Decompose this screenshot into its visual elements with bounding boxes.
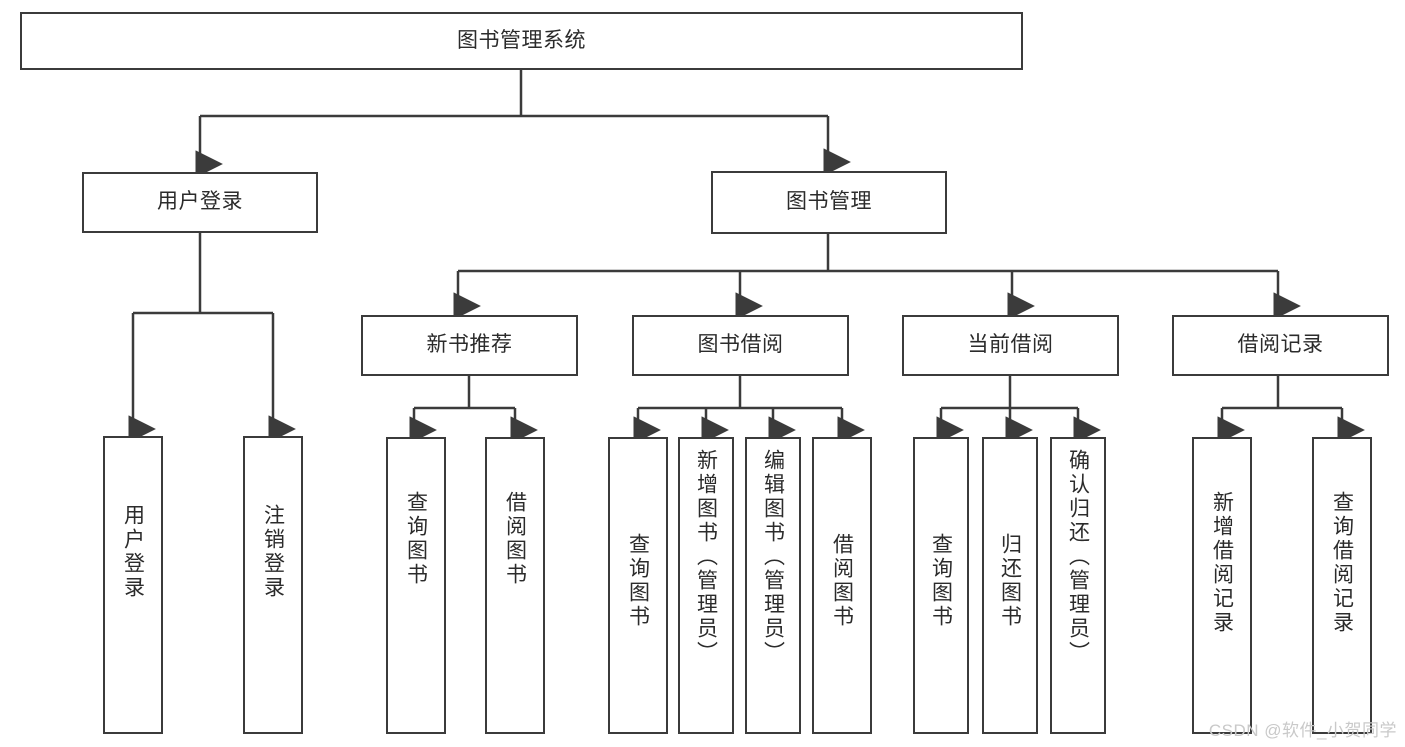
node-leaf-cb-return-book[interactable]: 归还图书 [982,437,1038,734]
node-leaf-nb-borrow-book[interactable]: 借阅图书 [485,437,545,734]
node-leaf-br-add-record-label: 新增借阅记录 [1210,491,1234,635]
node-leaf-cb-query-book[interactable]: 查询图书 [913,437,969,734]
node-leaf-bb-borrow-book-label: 借阅图书 [830,533,854,629]
node-borrow-record[interactable]: 借阅记录 [1172,315,1389,376]
node-leaf-bb-edit-book[interactable]: 编辑图书（管理员） [745,437,801,734]
node-new-book-recommend-label: 新书推荐 [426,333,513,357]
node-leaf-bb-add-book[interactable]: 新增图书（管理员） [678,437,734,734]
node-book-borrow[interactable]: 图书借阅 [632,315,849,376]
node-leaf-bb-borrow-book[interactable]: 借阅图书 [812,437,872,734]
node-current-borrow-label: 当前借阅 [967,333,1054,357]
node-leaf-bb-edit-book-label: 编辑图书（管理员） [761,449,785,665]
node-leaf-cb-confirm-return-label: 确认归还（管理员） [1066,449,1090,665]
node-leaf-br-add-record[interactable]: 新增借阅记录 [1192,437,1252,734]
node-leaf-bb-query-book[interactable]: 查询图书 [608,437,668,734]
node-root-system[interactable]: 图书管理系统 [20,12,1023,70]
node-leaf-nb-query-book-label: 查询图书 [404,491,428,587]
node-book-manage-label: 图书管理 [786,190,872,214]
node-current-borrow[interactable]: 当前借阅 [902,315,1119,376]
watermark-text: CSDN @软件_小贺同学 [1208,721,1397,740]
node-book-manage[interactable]: 图书管理 [711,171,947,234]
node-leaf-bb-query-book-label: 查询图书 [626,533,650,629]
node-leaf-nb-borrow-book-label: 借阅图书 [503,491,527,587]
node-book-borrow-label: 图书借阅 [697,333,784,357]
node-borrow-record-label: 借阅记录 [1237,333,1324,357]
node-user-login-label: 用户登录 [157,190,243,214]
node-leaf-cb-query-book-label: 查询图书 [929,533,953,629]
node-leaf-bb-add-book-label: 新增图书（管理员） [694,449,718,665]
node-leaf-cb-confirm-return[interactable]: 确认归还（管理员） [1050,437,1106,734]
node-user-login[interactable]: 用户登录 [82,172,318,233]
node-leaf-br-query-record[interactable]: 查询借阅记录 [1312,437,1372,734]
node-leaf-br-query-record-label: 查询借阅记录 [1330,491,1354,635]
node-leaf-cb-return-book-label: 归还图书 [998,533,1022,629]
node-leaf-user-login[interactable]: 用户登录 [103,436,163,734]
node-leaf-logout[interactable]: 注销登录 [243,436,303,734]
node-new-book-recommend[interactable]: 新书推荐 [361,315,578,376]
node-leaf-user-login-label: 用户登录 [121,504,145,600]
node-root-system-label: 图书管理系统 [457,28,586,52]
node-leaf-logout-label: 注销登录 [261,504,285,600]
node-leaf-nb-query-book[interactable]: 查询图书 [386,437,446,734]
